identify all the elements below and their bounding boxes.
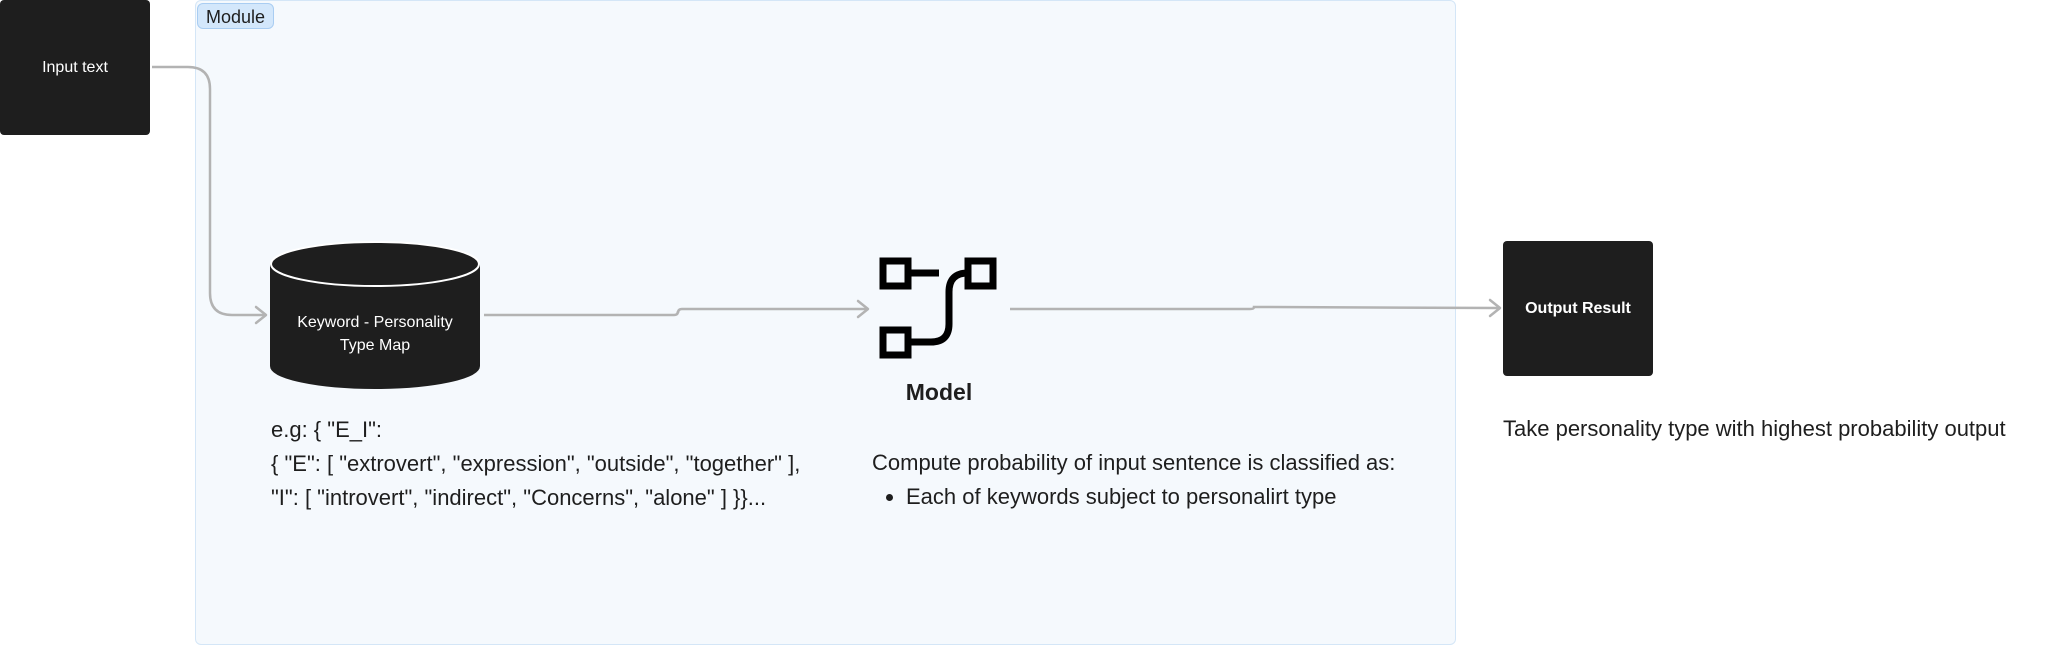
arrowhead-map-to-model [856, 299, 870, 319]
arrowhead-model-to-output [1488, 298, 1502, 318]
output-result-node[interactable]: Output Result [1503, 241, 1653, 376]
keyword-map-label-line2: Type Map [339, 337, 411, 354]
keyword-map-label-line1: Keyword - Personality [297, 314, 453, 331]
input-text-node[interactable]: Input text [0, 0, 150, 135]
connector-model-to-output [1010, 305, 1499, 311]
keyword-map-label: Keyword - Personality Type Map [275, 311, 475, 357]
compute-annotation: Compute probability of input sentence is… [872, 446, 1395, 514]
example-annotation: e.g: { "E_I": { "E": [ "extrovert", "exp… [271, 413, 800, 515]
model-label: Model [905, 379, 973, 405]
input-text-label: Input text [42, 58, 108, 76]
example-line-2: { "E": [ "extrovert", "expression", "out… [271, 451, 801, 476]
connector-input-to-map [152, 65, 264, 317]
output-description: Take personality type with highest proba… [1503, 416, 2006, 441]
workflow-icon [879, 257, 997, 359]
example-line-3: "I": [ "introvert", "indirect", "Concern… [271, 485, 767, 510]
module-label: Module [197, 3, 275, 29]
compute-bullet-list: Each of keywords subject to personalirt … [872, 480, 1395, 514]
database-cylinder-icon [270, 241, 480, 389]
example-line-1: e.g: { "E_I": [271, 417, 383, 442]
compute-bullet-item: Each of keywords subject to personalirt … [906, 480, 1395, 514]
arrowhead-input-to-map [254, 305, 268, 325]
connector-map-to-model [484, 307, 866, 317]
output-result-label: Output Result [1525, 299, 1631, 317]
compute-heading: Compute probability of input sentence is… [872, 450, 1396, 475]
